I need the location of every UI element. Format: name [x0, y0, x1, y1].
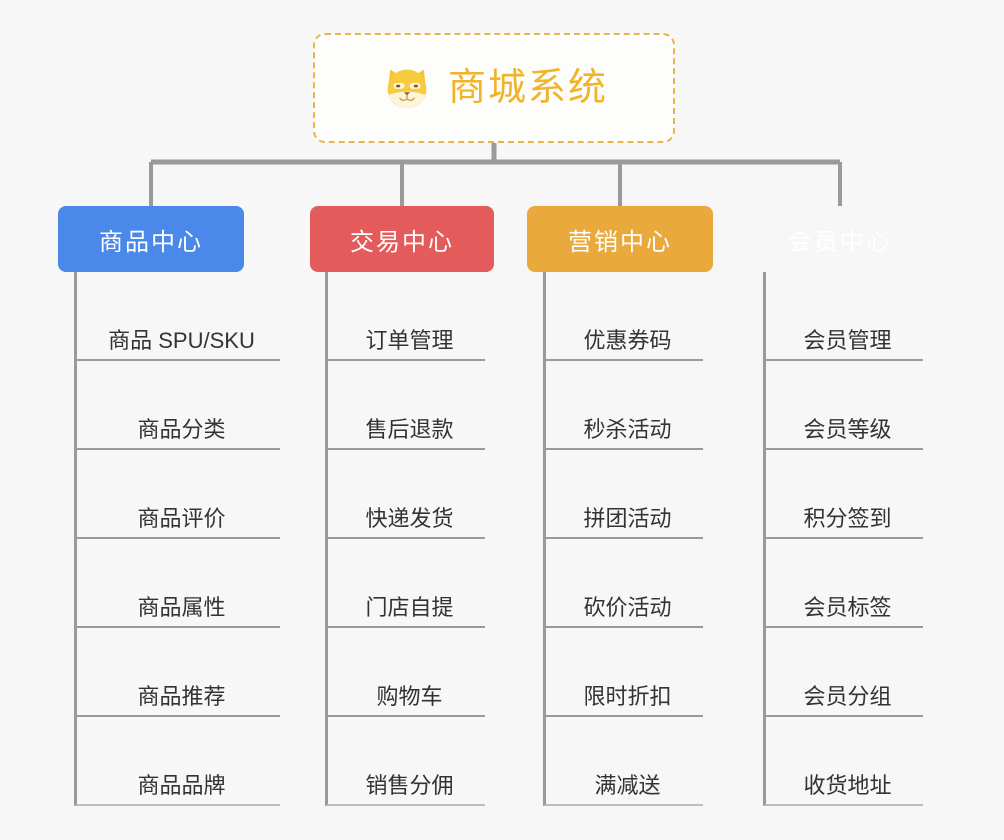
root-node[interactable]: 商城系统 [313, 33, 675, 143]
leaf-item[interactable]: 秒杀活动 [543, 361, 703, 450]
leaf-item-label: 秒杀活动 [583, 416, 672, 442]
category-label: 商品中心 [99, 228, 203, 256]
leaf-item-label: 购物车 [376, 683, 443, 709]
leaf-item-label: 商品评价 [137, 505, 226, 531]
leaf-item-label: 会员等级 [803, 416, 892, 442]
leaf-item[interactable]: 售后退款 [325, 361, 485, 450]
category-label: 交易中心 [350, 228, 454, 256]
leaf-item-label: 快递发货 [365, 505, 454, 531]
leaf-item-label: 订单管理 [365, 327, 454, 353]
leaf-item-label: 积分签到 [803, 505, 892, 531]
leaf-list-marketing-center: 优惠券码秒杀活动拼团活动砍价活动限时折扣满减送 [543, 272, 703, 806]
leaf-item[interactable]: 商品属性 [74, 539, 280, 628]
leaf-item[interactable]: 砍价活动 [543, 539, 703, 628]
leaf-list-product-center: 商品 SPU/SKU 商品分类商品评价商品属性商品推荐商品品牌 [74, 272, 280, 806]
leaf-item-label: 商品品牌 [137, 772, 226, 798]
leaf-list-trade-center: 订单管理售后退款快递发货门店自提购物车销售分佣 [325, 272, 485, 806]
category-label: 营销中心 [568, 228, 672, 256]
leaf-item-label: 收货地址 [803, 772, 892, 798]
leaf-item-label: 商品 SPU/SKU [108, 327, 255, 353]
leaf-item[interactable]: 商品推荐 [74, 628, 280, 717]
leaf-item[interactable]: 商品品牌 [74, 717, 280, 806]
leaf-item-label: 砍价活动 [583, 594, 672, 620]
leaf-item-label: 商品分类 [137, 416, 226, 442]
leaf-item[interactable]: 商品分类 [74, 361, 280, 450]
category-box-marketing-center[interactable]: 营销中心 [527, 206, 713, 272]
leaf-item-label: 限时折扣 [583, 683, 672, 709]
leaf-item[interactable]: 会员等级 [763, 361, 923, 450]
category-box-trade-center[interactable]: 交易中心 [310, 206, 494, 272]
leaf-item-label: 商品推荐 [137, 683, 226, 709]
leaf-item[interactable]: 会员分组 [763, 628, 923, 717]
leaf-item[interactable]: 会员管理 [763, 272, 923, 361]
leaf-item[interactable]: 快递发货 [325, 450, 485, 539]
leaf-item-label: 满减送 [594, 772, 661, 798]
shiba-dog-face-icon [387, 69, 427, 109]
leaf-item[interactable]: 门店自提 [325, 539, 485, 628]
leaf-item-label: 会员管理 [803, 327, 892, 353]
leaf-item-label: 售后退款 [365, 416, 454, 442]
leaf-item[interactable]: 限时折扣 [543, 628, 703, 717]
category-box-product-center[interactable]: 商品中心 [58, 206, 244, 272]
leaf-item[interactable]: 销售分佣 [325, 717, 485, 806]
leaf-item[interactable]: 拼团活动 [543, 450, 703, 539]
leaf-item-label: 销售分佣 [365, 772, 454, 798]
leaf-item-label: 门店自提 [365, 594, 454, 620]
leaf-item[interactable]: 积分签到 [763, 450, 923, 539]
leaf-item[interactable]: 会员标签 [763, 539, 923, 628]
root-title: 商城系统 [447, 67, 608, 109]
leaf-list-member-center: 会员管理会员等级积分签到会员标签会员分组收货地址 [763, 272, 923, 806]
leaf-item-label: 会员分组 [803, 683, 892, 709]
leaf-item-label: 会员标签 [803, 594, 892, 620]
leaf-item-label: 优惠券码 [583, 327, 672, 353]
leaf-item[interactable]: 商品 SPU/SKU [74, 272, 280, 361]
leaf-item[interactable]: 满减送 [543, 717, 703, 806]
leaf-item-label: 拼团活动 [583, 505, 672, 531]
leaf-item[interactable]: 商品评价 [74, 450, 280, 539]
leaf-item[interactable]: 订单管理 [325, 272, 485, 361]
leaf-item[interactable]: 收货地址 [763, 717, 923, 806]
leaf-item[interactable]: 购物车 [325, 628, 485, 717]
category-box-member-center[interactable]: 会员中心 [747, 206, 933, 272]
leaf-item-label: 商品属性 [137, 594, 226, 620]
category-label: 会员中心 [788, 228, 892, 256]
leaf-item[interactable]: 优惠券码 [543, 272, 703, 361]
